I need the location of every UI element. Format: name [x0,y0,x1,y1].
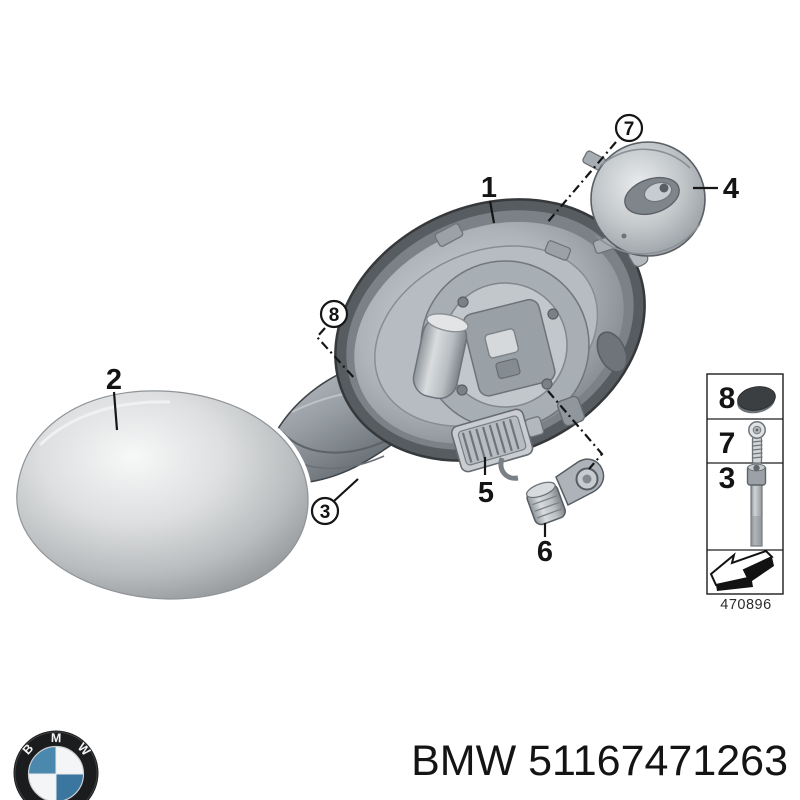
drive-actuator [582,141,706,268]
leader-line-7 [545,141,617,225]
bmw-logo: B M W [13,730,99,800]
callout-6: 6 [537,536,553,568]
leader-line-3 [333,478,359,502]
bmw-roundel-icon: B M W [13,730,99,800]
assembly-line-bracket [547,390,604,470]
callout-8: 8 [329,305,340,326]
bolt-icon [746,463,767,547]
legend-row-7: 7 [719,421,766,464]
callout-5: 5 [478,477,494,509]
signal-grille-plate [450,408,545,481]
parts-diagram-canvas: 1 2 4 5 6 7 8 3 8 7 [12,113,784,613]
legend-box: 8 7 3 [706,373,784,613]
callout-7: 7 [624,119,635,140]
callout-4: 4 [723,173,739,205]
logo-letter-m: M [51,731,62,745]
legend-num-7: 7 [719,427,736,460]
screw-icon [748,421,766,464]
cap-plug-icon [737,386,776,414]
leader-line-8 [315,327,357,381]
callouts: 1 2 4 5 6 7 8 3 [106,113,739,568]
callout-2: 2 [106,364,122,396]
leader-lines [112,141,718,537]
legend-row-3: 3 [719,462,767,547]
callout-3-circled: 3 [310,496,340,526]
callout-8-circled: 8 [319,299,349,329]
mounting-bracket [525,458,605,526]
legend-num-8: 8 [719,382,736,415]
legend-code: 470896 [720,597,771,613]
part-number-title: BMW 51167471263 [411,737,788,785]
direction-arrow-icon [709,549,774,591]
leader-line-1 [488,200,496,224]
callout-1: 1 [481,172,497,204]
legend-row-8: 8 [719,382,776,415]
mirror-cap [12,386,313,604]
leader-line-2 [112,391,119,431]
callout-7-circled: 7 [614,113,644,143]
mirror-housing-assembly [334,198,646,462]
callout-3: 3 [320,502,331,523]
legend-num-3: 3 [719,462,736,495]
